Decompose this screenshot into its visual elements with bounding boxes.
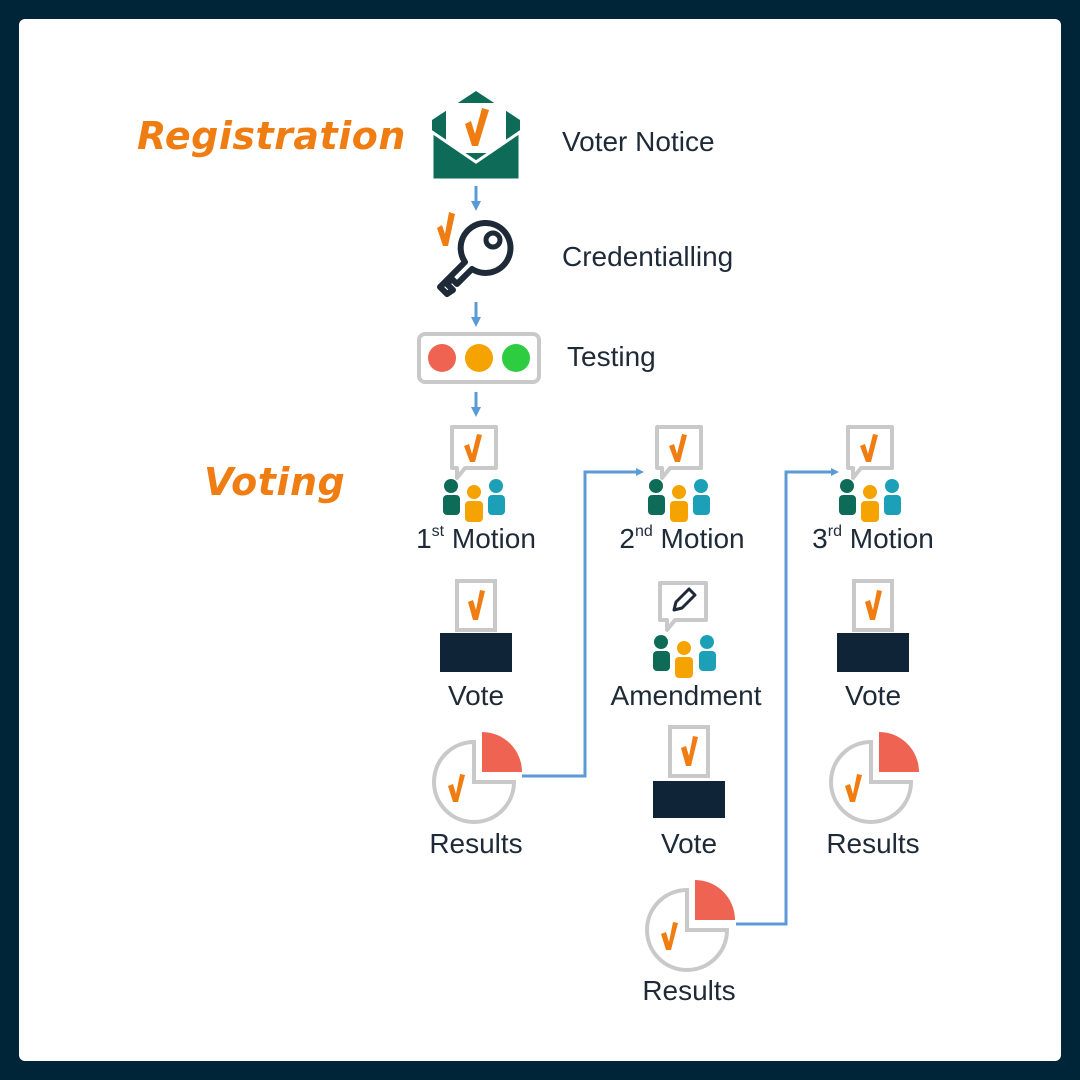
- pie-chart-check-icon: [432, 732, 522, 824]
- label-results-2: Results: [642, 975, 736, 1006]
- ballot-box-icon: [837, 579, 909, 672]
- label-voter-notice: Voter Notice: [562, 126, 715, 157]
- speech-people-icon: [839, 425, 901, 522]
- section-title-registration: Registration: [137, 114, 406, 158]
- envelope-check-icon: [430, 91, 522, 182]
- label-motion-1: 1st Motion: [416, 522, 536, 554]
- arrow-results1-to-motion2: [522, 468, 644, 778]
- ballot-box-icon: [653, 725, 725, 818]
- label-vote-3: Vote: [844, 680, 902, 711]
- pie-chart-check-icon: [829, 732, 919, 824]
- label-motion-2: 2nd Motion: [619, 522, 745, 554]
- section-title-voting: Voting: [204, 460, 346, 504]
- label-credentialling: Credentialling: [562, 241, 734, 272]
- traffic-light-icon: [417, 332, 541, 384]
- label-results-3: Results: [826, 828, 920, 859]
- diagram-panel: [19, 19, 1061, 1061]
- label-vote-1: Vote: [447, 680, 505, 711]
- arrow-results2-to-motion3: [736, 468, 839, 926]
- label-vote-2: Vote: [660, 828, 718, 859]
- label-motion-3: 3rd Motion: [812, 522, 934, 554]
- label-results-1: Results: [429, 828, 523, 859]
- pie-chart-check-icon: [645, 880, 735, 972]
- key-check-icon: [437, 212, 514, 297]
- ballot-box-icon: [440, 579, 512, 672]
- pencil-speech-people-icon: [653, 581, 716, 678]
- speech-people-icon: [648, 425, 710, 522]
- label-amendment: Amendment: [610, 680, 762, 711]
- speech-people-icon: [443, 425, 505, 522]
- label-testing: Testing: [567, 341, 656, 372]
